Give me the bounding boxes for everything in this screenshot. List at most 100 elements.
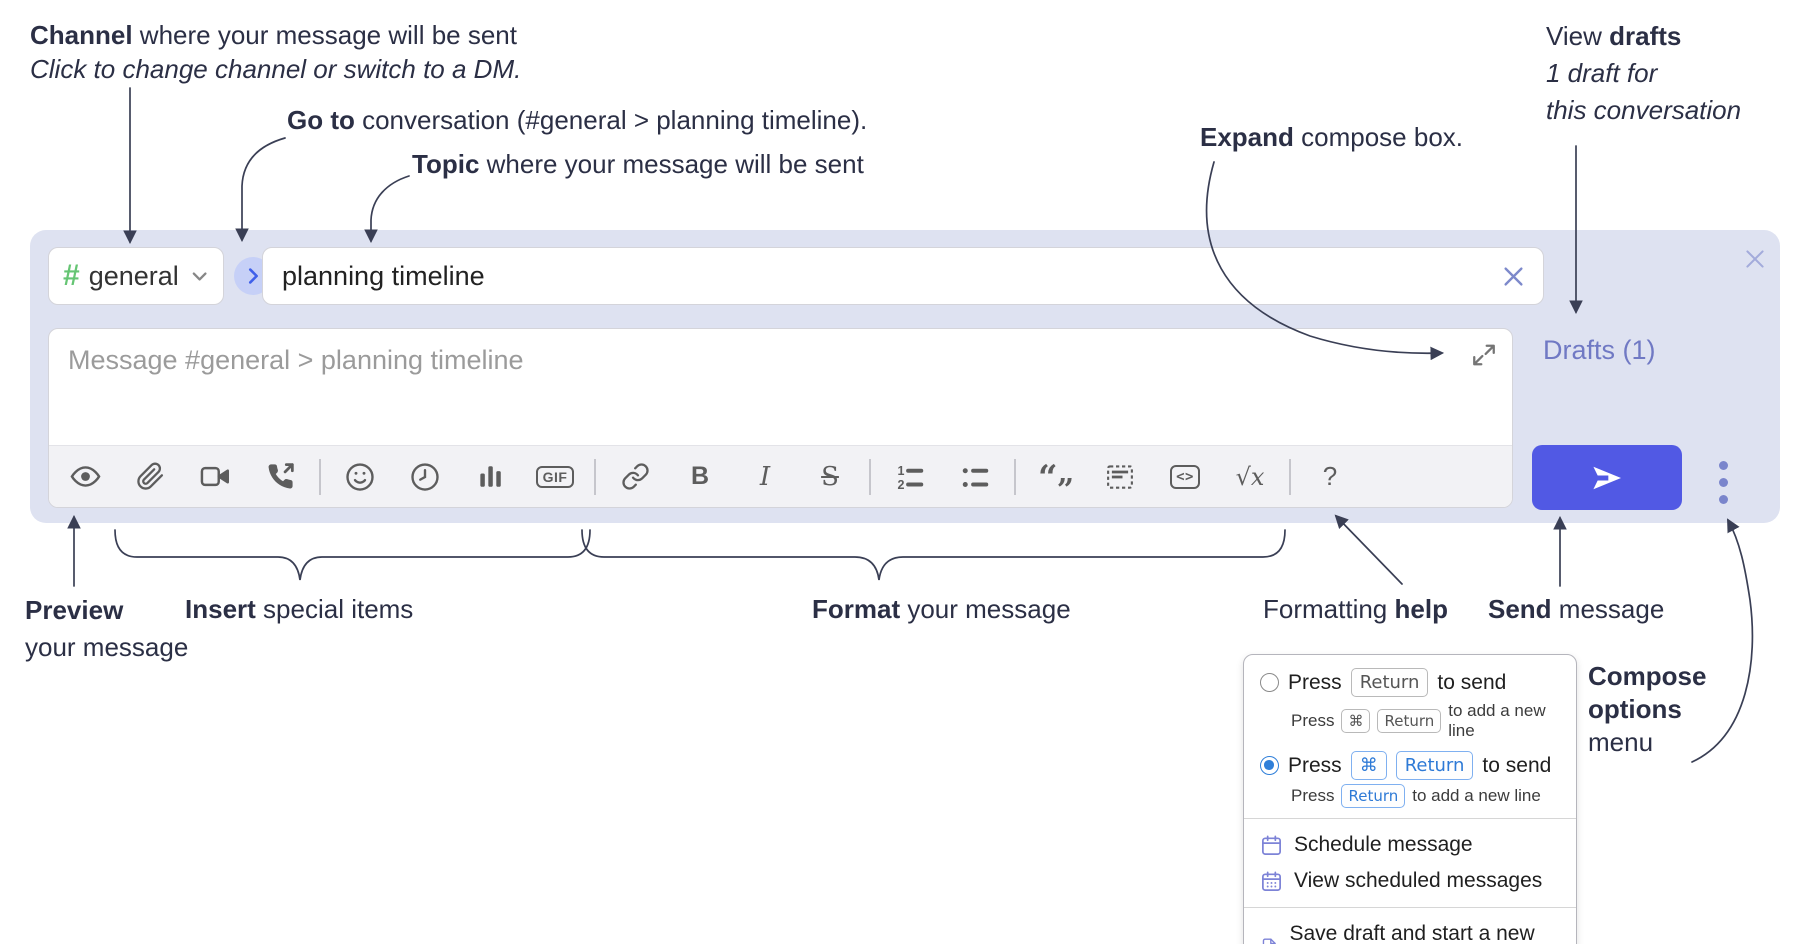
strikethrough-button[interactable]: S <box>804 454 856 500</box>
topic-input[interactable] <box>263 260 1500 292</box>
annotation-send-bold: Send <box>1488 594 1552 624</box>
popup-divider <box>1244 907 1576 908</box>
menu-item-label: View scheduled messages <box>1294 869 1543 892</box>
link-button[interactable] <box>609 454 661 500</box>
smiley-icon <box>346 462 374 491</box>
annotation-drafts-line3: this conversation <box>1546 95 1742 125</box>
attach-file-button[interactable] <box>124 454 176 500</box>
toolbar-separator <box>1014 458 1016 495</box>
annotation-channel-sub: Click to change channel or switch to a D… <box>30 54 522 84</box>
goto-arrow <box>235 137 286 243</box>
gif-button[interactable]: GIF <box>529 454 581 500</box>
strikethrough-icon: S <box>821 461 839 492</box>
annotation-help-pre: Formatting <box>1263 594 1395 624</box>
annotation-drafts-bold: drafts <box>1609 21 1682 51</box>
annotation-format: Format your message <box>812 592 1071 626</box>
annotation-compose-options: Compose options menu <box>1588 660 1706 759</box>
return-keycap: Return <box>1377 709 1442 733</box>
bulleted-list-button[interactable] <box>949 454 1001 500</box>
close-compose-button[interactable] <box>1742 246 1768 272</box>
menu-item-schedule-message[interactable]: Schedule message <box>1260 827 1560 863</box>
svg-text:1: 1 <box>898 464 905 478</box>
channel-name: general <box>88 260 179 291</box>
annotation-send: Send message <box>1488 592 1664 626</box>
code-button[interactable]: <> <box>1159 454 1211 500</box>
send-icon <box>1593 466 1621 489</box>
question-mark-icon: ? <box>1322 461 1338 491</box>
poll-button[interactable] <box>464 454 516 500</box>
math-button[interactable]: √x <box>1224 454 1276 500</box>
send-option-enter-sub: Press ⌘ Return to add a new line <box>1291 701 1560 741</box>
svg-text:2: 2 <box>898 477 905 491</box>
preview-button[interactable] <box>59 454 111 500</box>
annotation-formatting-help: Formatting help <box>1263 592 1448 626</box>
bold-button[interactable]: B <box>674 454 726 500</box>
audio-call-button[interactable] <box>254 454 306 500</box>
ellipsis-dot <box>1719 461 1728 470</box>
emoji-button[interactable] <box>334 454 386 500</box>
eye-icon <box>70 466 100 487</box>
option-subtext: Press <box>1291 711 1335 730</box>
global-time-button[interactable] <box>399 454 451 500</box>
annotation-drafts: View drafts 1 draft for this conversatio… <box>1546 18 1741 129</box>
ellipsis-dot <box>1719 495 1728 504</box>
bold-icon: B <box>690 462 710 490</box>
message-box: GIF B I S 12 <box>48 328 1513 508</box>
italic-button[interactable]: I <box>739 454 791 500</box>
toolbar-separator <box>319 458 321 495</box>
close-icon <box>1746 250 1764 268</box>
compose-options-menu-button[interactable] <box>1719 461 1728 504</box>
toolbar-separator <box>1289 458 1291 495</box>
menu-item-view-scheduled[interactable]: View scheduled messages <box>1260 863 1560 899</box>
channel-selector[interactable]: # general <box>48 247 224 305</box>
annotation-insert-bold: Insert <box>185 594 256 624</box>
compose-options-popup: Press Return to send Press ⌘ Return to a… <box>1243 654 1577 944</box>
chevron-right-icon <box>248 268 258 284</box>
ellipsis-dot <box>1719 478 1728 487</box>
send-option-enter[interactable]: Press Return to send <box>1260 668 1560 697</box>
message-input[interactable] <box>49 329 1512 445</box>
calendar-icon <box>1262 835 1281 855</box>
file-check-icon <box>1262 937 1276 944</box>
menu-item-save-draft[interactable]: Save draft and start a new message <box>1260 916 1560 944</box>
send-option-cmd-enter[interactable]: Press ⌘ Return to send <box>1260 751 1560 780</box>
return-keycap: Return <box>1395 751 1474 780</box>
quote-button[interactable]: “” <box>1029 454 1081 508</box>
annotation-expand: Expand compose box. <box>1200 120 1463 154</box>
italic-icon: I <box>759 461 771 492</box>
option-text: to send <box>1437 670 1507 694</box>
annotation-drafts-pre: View <box>1546 21 1610 51</box>
radio-unselected-icon[interactable] <box>1260 673 1279 692</box>
expand-compose-button[interactable] <box>1471 342 1497 368</box>
formatting-help-arrow <box>1334 514 1403 585</box>
radio-selected-icon[interactable] <box>1260 756 1279 775</box>
cmd-keycap: ⌘ <box>1341 709 1371 733</box>
option-text: to send <box>1482 753 1552 777</box>
annotation-insert: Insert special items <box>185 592 413 626</box>
send-button[interactable] <box>1532 445 1682 510</box>
option-subtext: Press <box>1291 786 1335 805</box>
annotation-channel: Channel where your message will be sent … <box>30 18 521 86</box>
menu-item-label: Save draft and start a new message <box>1289 922 1535 944</box>
annotation-preview-bold: Preview <box>25 595 124 625</box>
clear-topic-button[interactable] <box>1500 263 1527 290</box>
option-text: Press <box>1288 753 1342 777</box>
video-camera-icon <box>200 466 229 487</box>
gif-icon: GIF <box>535 465 575 488</box>
menu-item-label: Schedule message <box>1294 833 1473 856</box>
popup-divider <box>1244 818 1576 819</box>
spoiler-button[interactable] <box>1094 454 1146 500</box>
annotation-options-line2: options <box>1588 694 1682 724</box>
insert-brace <box>114 529 591 581</box>
annotation-options-line3: menu <box>1588 727 1654 757</box>
option-text: Press <box>1288 670 1342 694</box>
video-call-button[interactable] <box>189 454 241 500</box>
bar-chart-icon <box>479 466 501 487</box>
drafts-link[interactable]: Drafts (1) <box>1543 335 1656 365</box>
link-icon <box>621 463 649 490</box>
message-formatting-help-button[interactable]: ? <box>1304 454 1356 500</box>
annotation-preview: Preview your message <box>25 592 188 666</box>
